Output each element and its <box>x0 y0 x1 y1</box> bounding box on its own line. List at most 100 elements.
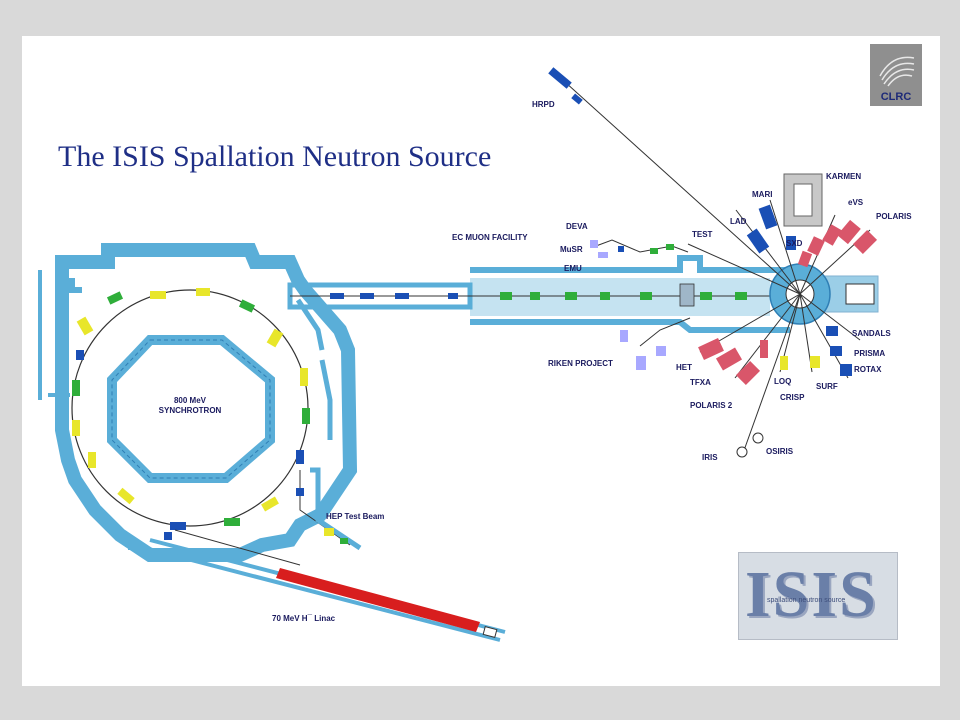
isis-logo: ISIS spallation neutron source <box>738 552 898 640</box>
ep-tunnel-2 <box>470 255 790 333</box>
ion-source <box>482 625 498 639</box>
polaris2-instrument <box>760 340 768 358</box>
linac <box>144 529 506 642</box>
evs-instrument-1 <box>807 236 825 256</box>
mari-instrument <box>758 204 778 230</box>
ring-magnet <box>72 420 80 436</box>
ring-magnet <box>76 350 84 360</box>
ring-magnet <box>196 288 210 296</box>
label-iris: IRIS <box>702 453 718 462</box>
iris-line <box>741 293 801 457</box>
injection-magnet <box>164 532 172 540</box>
extracted-proton-beamline <box>287 255 790 333</box>
label-riken: RIKEN PROJECT <box>548 359 613 368</box>
synchrotron-hall <box>38 243 358 562</box>
lad-instrument <box>746 228 770 254</box>
label-polaris2: POLARIS 2 <box>690 401 733 410</box>
synchrotron-ring <box>71 288 310 530</box>
ep-magnet <box>565 292 577 300</box>
synchrotron-label-energy: 800 MeV <box>174 396 207 405</box>
label-linac: 70 MeV H¯ Linac <box>272 614 336 623</box>
north-instruments <box>746 204 878 268</box>
hrpd-detector <box>548 67 572 89</box>
label-loq: LOQ <box>774 377 791 386</box>
ep-magnet <box>735 292 747 300</box>
muon-magnet <box>666 244 674 250</box>
isis-logo-text: ISIS <box>745 558 878 631</box>
rotax-instrument <box>840 364 852 376</box>
label-mari: MARI <box>752 190 772 199</box>
surf-instrument <box>810 356 820 368</box>
riken-instrument <box>636 356 646 370</box>
label-emu: EMU <box>564 264 582 273</box>
hall-wall-notch <box>69 278 82 293</box>
isis-logo-subtitle: spallation neutron source <box>767 597 846 604</box>
label-osiris: OSIRIS <box>766 447 794 456</box>
ep-magnet <box>330 293 344 299</box>
target-assembly <box>845 283 875 305</box>
hep-magnet <box>340 538 348 544</box>
label-hrpd: HRPD <box>532 100 555 109</box>
musr-instrument <box>598 252 608 258</box>
polaris-instrument-2 <box>852 229 878 255</box>
iris-instrument <box>736 446 748 458</box>
clrc-logo: CLRC <box>870 44 922 106</box>
hrpd-guide <box>571 93 583 105</box>
polaris-instrument-1 <box>837 219 861 245</box>
hall-inner-wall <box>295 298 333 440</box>
ep-magnet <box>530 292 540 300</box>
test-line <box>687 243 801 295</box>
evs-instrument-2 <box>822 224 842 246</box>
prisma-instrument <box>830 346 842 356</box>
south-instruments <box>698 326 852 458</box>
label-test: TEST <box>692 230 713 239</box>
tfxa-instrument <box>735 360 761 386</box>
synchrotron-label-name: SYNCHROTRON <box>159 406 222 415</box>
muon-magnet <box>618 246 624 252</box>
label-prisma: PRISMA <box>854 349 885 358</box>
label-tfxa: TFXA <box>690 378 711 387</box>
ring-magnet <box>88 452 96 468</box>
muon-magnet <box>650 248 658 254</box>
ring-magnet <box>72 380 80 396</box>
hep-wall <box>310 467 362 551</box>
ep-magnet <box>640 292 652 300</box>
tfxa-line <box>734 293 801 379</box>
clrc-swirl-icon <box>879 56 915 87</box>
sandals-line <box>799 293 861 341</box>
ring-magnet <box>117 487 135 505</box>
ring-magnet <box>170 522 186 530</box>
label-lad: LAD <box>730 217 747 226</box>
ring-magnet <box>266 328 284 348</box>
osiris-instrument <box>752 432 764 444</box>
ep-magnet <box>600 292 610 300</box>
lad-line <box>735 209 801 295</box>
hrpd-line <box>564 81 801 295</box>
label-het: HET <box>676 363 692 372</box>
hep-magnet <box>324 528 334 536</box>
label-sandals: SANDALS <box>852 329 891 338</box>
ring-magnet <box>296 450 304 464</box>
het-instrument-1 <box>698 338 724 360</box>
sxd-shield <box>797 250 813 268</box>
ep-magnet <box>360 293 374 299</box>
hall-side-wall <box>38 270 70 400</box>
sxd-instrument <box>786 236 796 250</box>
slide-title: The ISIS Spallation Neutron Source <box>58 140 492 173</box>
ring-magnet <box>238 299 256 313</box>
ring-magnet <box>224 518 240 526</box>
hep-magnet <box>296 488 304 496</box>
ec-muon-facility <box>590 239 689 258</box>
ring-magnet <box>261 496 279 512</box>
label-surf: SURF <box>816 382 838 391</box>
muon-beamline <box>595 239 689 253</box>
synchrotron-octagon-edge <box>111 339 271 479</box>
clrc-logo-text: CLRC <box>880 91 912 103</box>
label-hep: HEP Test Beam <box>326 512 384 521</box>
hep-test-beam <box>296 467 362 551</box>
ring-magnet <box>106 291 124 305</box>
muon-target <box>679 283 695 307</box>
synchrotron-core: 800 MeV SYNCHROTRON <box>107 335 275 483</box>
